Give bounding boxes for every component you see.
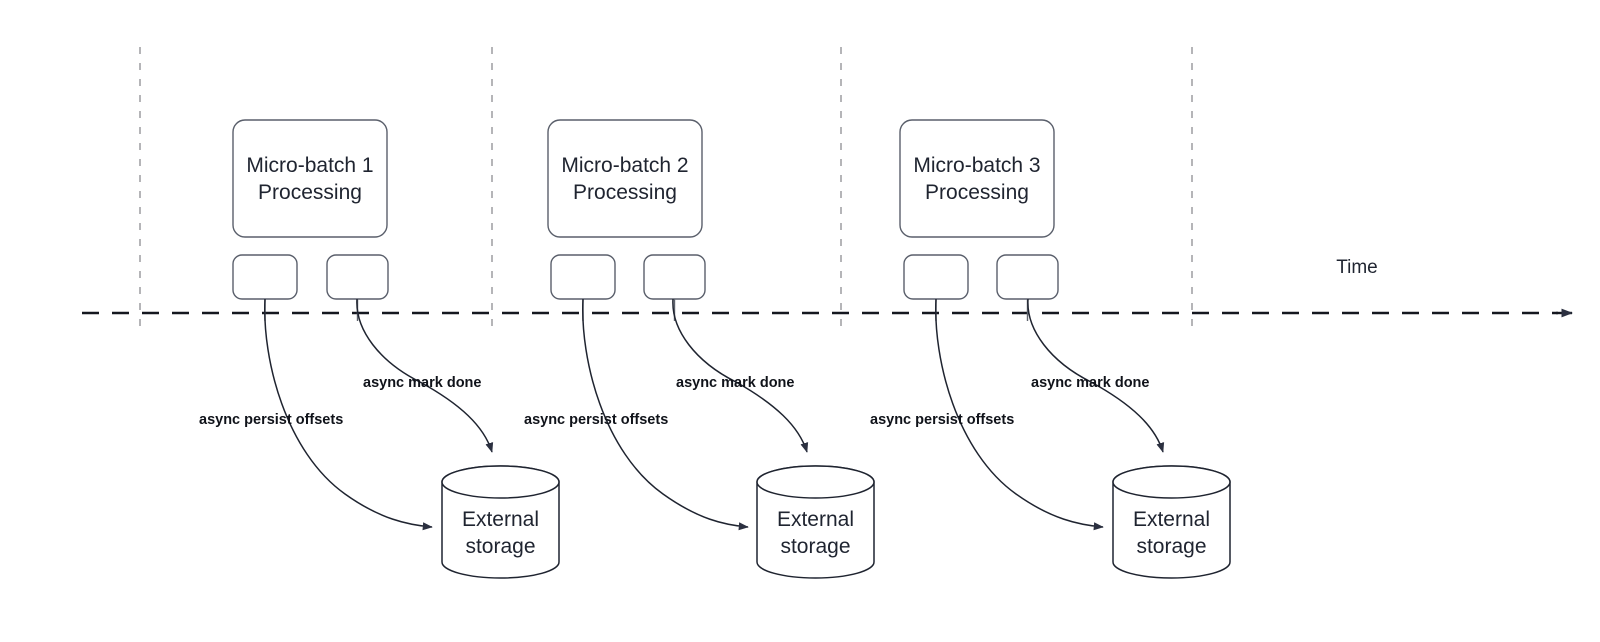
mb2-task-a-box[interactable] [550,254,616,300]
micro-batch-1-label-line2: Processing [258,181,362,204]
persist-offsets-2-arrow [582,298,749,531]
external-storage-3-cylinder-top [1112,465,1231,499]
persist-offsets-1-label: async persist offsets [199,412,343,428]
persist-offsets-1-arrow [264,298,433,531]
timeline-axis-label: Time [1336,257,1378,278]
external-storage-2-cylinder-top [756,465,875,499]
external-storage-3-label-line2: storage [1136,535,1206,558]
mb1-task-b-box[interactable] [326,254,389,300]
external-storage-1-label-line1: External [462,508,539,531]
micro-batch-2-label-line1: Micro-batch 2 [561,154,688,177]
persist-offsets-2-label: async persist offsets [524,412,668,428]
micro-batch-1-box[interactable] [232,119,388,238]
mb3-task-a-box[interactable] [903,254,969,300]
micro-batch-3-box[interactable] [899,119,1055,238]
persist-offsets-3-label: async persist offsets [870,412,1014,428]
micro-batch-2-label-line2: Processing [573,181,677,204]
mark-done-3-label: async mark done [1031,375,1149,391]
mark-done-1-arrow [356,298,494,453]
mark-done-3-arrow [1027,298,1165,453]
mark-done-2-label: async mark done [676,375,794,391]
external-storage-2-label-line1: External [777,508,854,531]
mb3-task-b-box[interactable] [996,254,1059,300]
external-storage-3-label-line1: External [1133,508,1210,531]
external-storage-1-cylinder-top [441,465,560,499]
mark-done-1-label: async mark done [363,375,481,391]
external-storage-1-label-line2: storage [465,535,535,558]
mb2-task-b-box[interactable] [643,254,706,300]
timeline-axis-group: Time [82,257,1573,318]
persist-offsets-3-arrow [935,298,1104,531]
micro-batch-2-box[interactable] [547,119,703,238]
micro-batch-3-label-line1: Micro-batch 3 [913,154,1040,177]
external-storage-2-label-line2: storage [780,535,850,558]
mb1-task-a-box[interactable] [232,254,298,300]
micro-batch-3-label-line2: Processing [925,181,1029,204]
micro-batch-1-label-line1: Micro-batch 1 [246,154,373,177]
mark-done-2-arrow [672,298,809,453]
